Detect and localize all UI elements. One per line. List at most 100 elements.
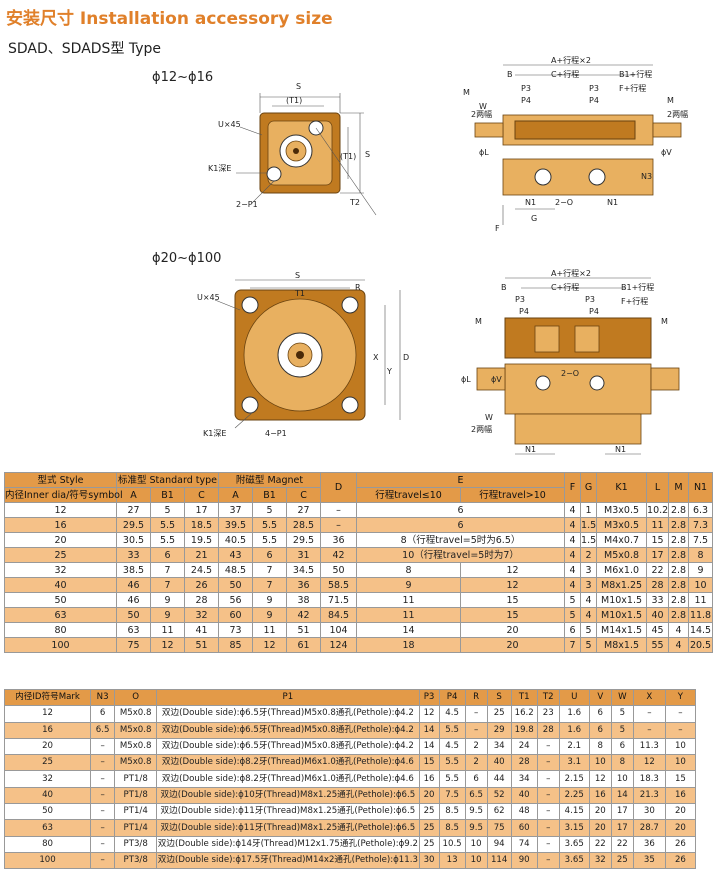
table-cell: 12 (460, 562, 566, 578)
col-d: D (320, 472, 358, 503)
dim-f: F+行程 (621, 296, 648, 306)
dim-two: 2两幅 (471, 109, 492, 119)
table-cell: – (90, 803, 116, 821)
table-cell: 36 (632, 835, 666, 853)
table-cell: 22 (610, 835, 634, 853)
dim-two-right: 2两幅 (667, 109, 688, 119)
small-side-body (502, 158, 654, 196)
table-cell: – (536, 819, 560, 837)
column-header: Y (664, 688, 697, 707)
col-l: L (646, 472, 670, 503)
col-f: F (564, 472, 582, 503)
table-cell: 12 (418, 705, 440, 723)
small-front-rod-thread (293, 148, 299, 154)
table-cell: 8（行程travel=5时为6.5） (356, 532, 566, 548)
table-cell: 6.5 (90, 721, 116, 739)
caption-large-bore: ϕ20~ϕ100 (152, 251, 222, 266)
table-cell: 30.5 (116, 532, 151, 548)
dim-x: X (373, 353, 379, 362)
table-cell: PT3/8 (114, 851, 158, 869)
table-cell: 38 (285, 592, 322, 608)
table-cell: 14 (356, 622, 462, 638)
table-cell: 10.2 (646, 502, 670, 518)
large-side-rod-right (650, 367, 680, 391)
col-m: M (668, 472, 690, 503)
table-cell: 94 (486, 835, 512, 853)
col-e-short: 行程travel≤10 (356, 487, 462, 503)
table-cell: 5 (564, 607, 582, 623)
table-cell: 11 (150, 622, 185, 638)
table-cell: PT1/4 (114, 819, 158, 837)
dimension-table-1: 型式 Style 标准型 Standard type 附磁型 Magnet D … (4, 472, 713, 653)
table-cell: 3.15 (558, 819, 590, 837)
table-cell: 1.6 (558, 705, 590, 723)
table-cell: 63 (3, 819, 92, 837)
table-cell: 4 (580, 607, 598, 623)
dim-g: G (531, 214, 537, 223)
table-cell: 6 (90, 705, 116, 723)
table-cell: 50 (3, 803, 92, 821)
table-cell: – (664, 721, 697, 739)
table-cell: 8.5 (438, 819, 466, 837)
dim-m-right: M (661, 317, 668, 326)
large-side-body (504, 363, 652, 415)
dim-p3: P3 (521, 84, 531, 93)
table-cell: 20 (588, 803, 612, 821)
dim-t1-vertical: (T1) (340, 152, 356, 161)
table-cell: 55 (646, 637, 670, 653)
table-cell: 11.8 (688, 607, 713, 623)
table-cell: 6 (588, 721, 612, 739)
dim-t2: T2 (349, 198, 360, 207)
table-cell: 3.65 (558, 835, 590, 853)
table-cell: 7 (150, 562, 185, 578)
table-cell: 20 (3, 737, 92, 756)
column-header: T1 (510, 688, 538, 707)
table-cell: 21.3 (632, 786, 666, 805)
table-cell: 9 (688, 562, 713, 578)
table-cell: 9 (356, 577, 462, 593)
table-cell: 1.6 (558, 721, 590, 739)
table-cell: 4 (580, 592, 598, 608)
table-cell: 7.3 (688, 517, 713, 533)
table-cell: 51 (184, 637, 219, 653)
table-cell: 4 (668, 637, 690, 653)
col-a-magnet: A (218, 487, 253, 503)
table-cell: 15 (460, 607, 566, 623)
table-cell: – (320, 502, 358, 518)
table-cell: PT3/8 (114, 835, 158, 853)
table-cell: 5.5 (438, 754, 466, 772)
table-cell: 11 (356, 592, 462, 608)
col-bore: 内径Inner dia/符号symbol (4, 487, 123, 503)
table-cell: 9.5 (464, 819, 488, 837)
table-cell: 20 (460, 637, 566, 653)
dim-w: W (479, 102, 487, 111)
table-cell: 15 (418, 754, 440, 772)
table-cell: 4 (564, 562, 582, 578)
table-cell: M6x1.0 (596, 562, 648, 578)
dim-p1: 4−P1 (265, 429, 287, 438)
dim-p4-right: P4 (589, 307, 599, 316)
table-cell: 50 (116, 607, 151, 623)
large-front-rod-thread (296, 351, 304, 359)
table-cell: – (90, 770, 116, 788)
small-front-mount-hole (266, 166, 282, 182)
table-cell: 33 (116, 547, 151, 563)
table-cell: 18.5 (184, 517, 219, 533)
table-cell: – (90, 754, 116, 772)
column-header: N3 (90, 688, 116, 707)
dim-w: W (485, 413, 493, 422)
table-cell: 15 (646, 532, 670, 548)
dim-f-bottom: F (495, 224, 500, 233)
table-cell: 25 (418, 835, 440, 853)
table-cell: 5 (252, 502, 287, 518)
table-cell: 10 (664, 754, 697, 772)
table-cell: 双边(Double side):ϕ8.2牙(Thread)M6x1.0通孔(Pe… (156, 770, 420, 788)
table-cell: 62 (486, 803, 512, 821)
table-cell: 10（行程travel=5时为7） (356, 547, 566, 563)
